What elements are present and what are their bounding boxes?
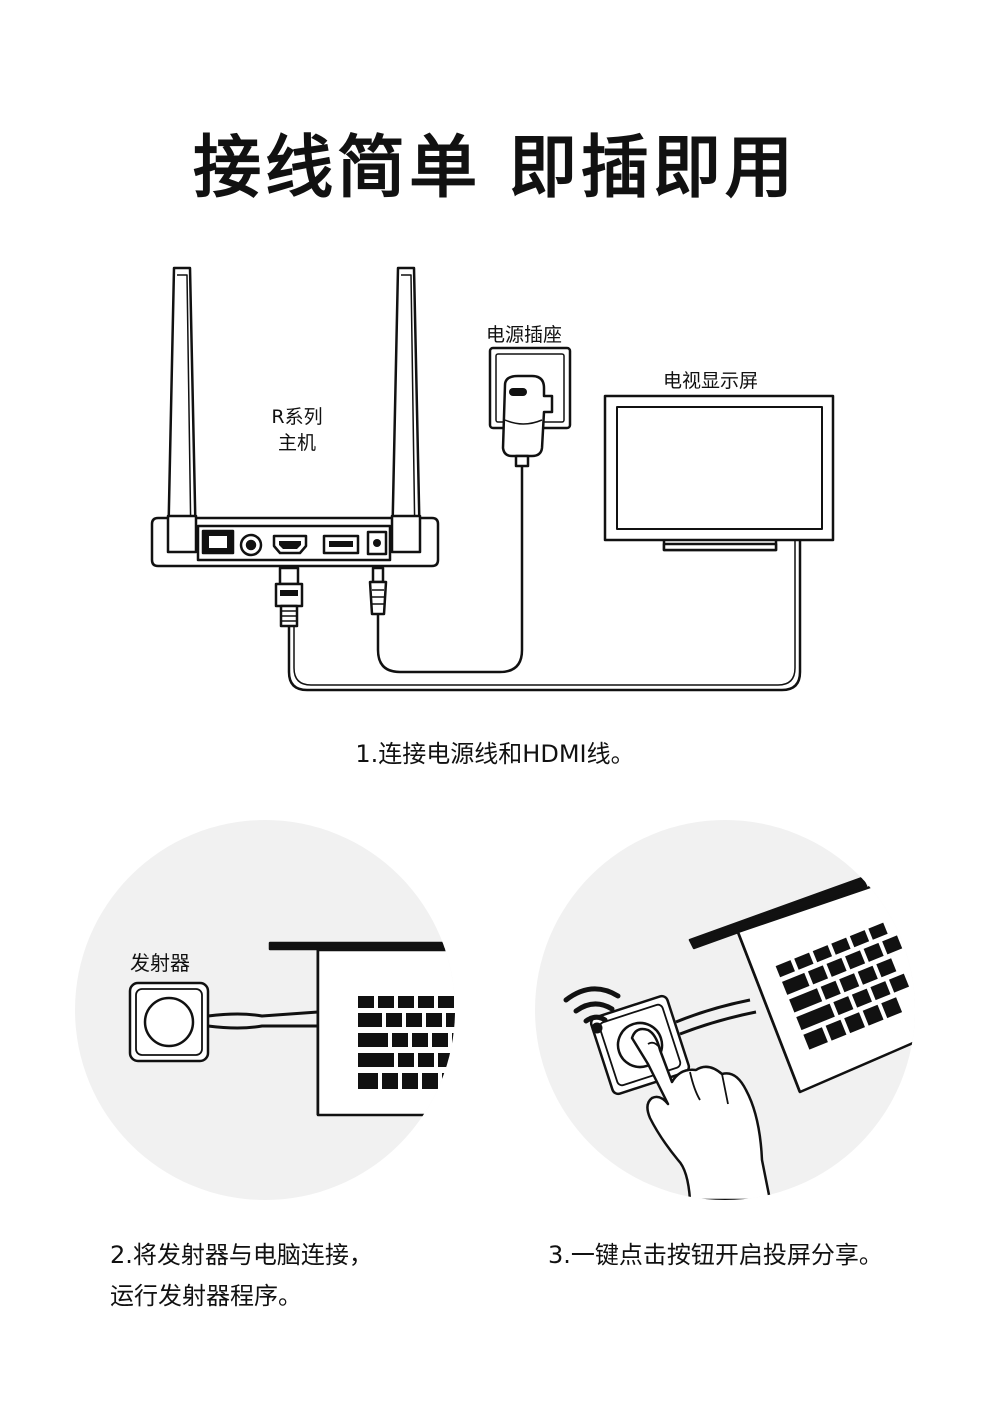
right-antenna <box>390 266 422 554</box>
page-title: 接线简单 即插即用 <box>193 129 797 208</box>
tv-display <box>603 394 835 552</box>
host-label-line2: 主机 <box>277 432 316 454</box>
power-adapter <box>501 374 554 458</box>
wifi-icon <box>563 986 621 1034</box>
host-label-line1: R系列 <box>271 406 323 428</box>
laptop-keyboard-angled <box>775 922 910 1050</box>
step3-illustration <box>589 868 915 1200</box>
step2-illustration <box>128 941 455 1117</box>
step1-caption: 1.连接电源线和HDMI线。 <box>355 740 635 768</box>
step3-caption: 3.一键点击按钮开启投屏分享。 <box>548 1241 883 1269</box>
right-antenna-inner <box>401 274 416 546</box>
hdmi-port <box>272 534 308 555</box>
laptop-keyboard <box>358 996 455 1089</box>
hdmi-cable <box>274 540 802 692</box>
left-antenna-inner <box>177 274 192 546</box>
r-series-host <box>150 266 440 568</box>
power-cable <box>368 464 524 674</box>
power-socket <box>488 346 572 468</box>
transmitter-label: 发射器 <box>130 951 190 975</box>
socket-label: 电源插座 <box>486 324 563 346</box>
tv-label: 电视显示屏 <box>663 370 759 392</box>
host-label: R系列 主机 <box>262 404 332 456</box>
step2-caption-line1: 2.将发射器与电脑连接， <box>110 1241 373 1269</box>
power-port <box>366 530 388 556</box>
usb-port <box>322 534 360 555</box>
left-antenna <box>166 266 198 554</box>
audio-port <box>239 533 263 557</box>
step2-caption-line2: 运行发射器程序。 <box>110 1282 302 1310</box>
